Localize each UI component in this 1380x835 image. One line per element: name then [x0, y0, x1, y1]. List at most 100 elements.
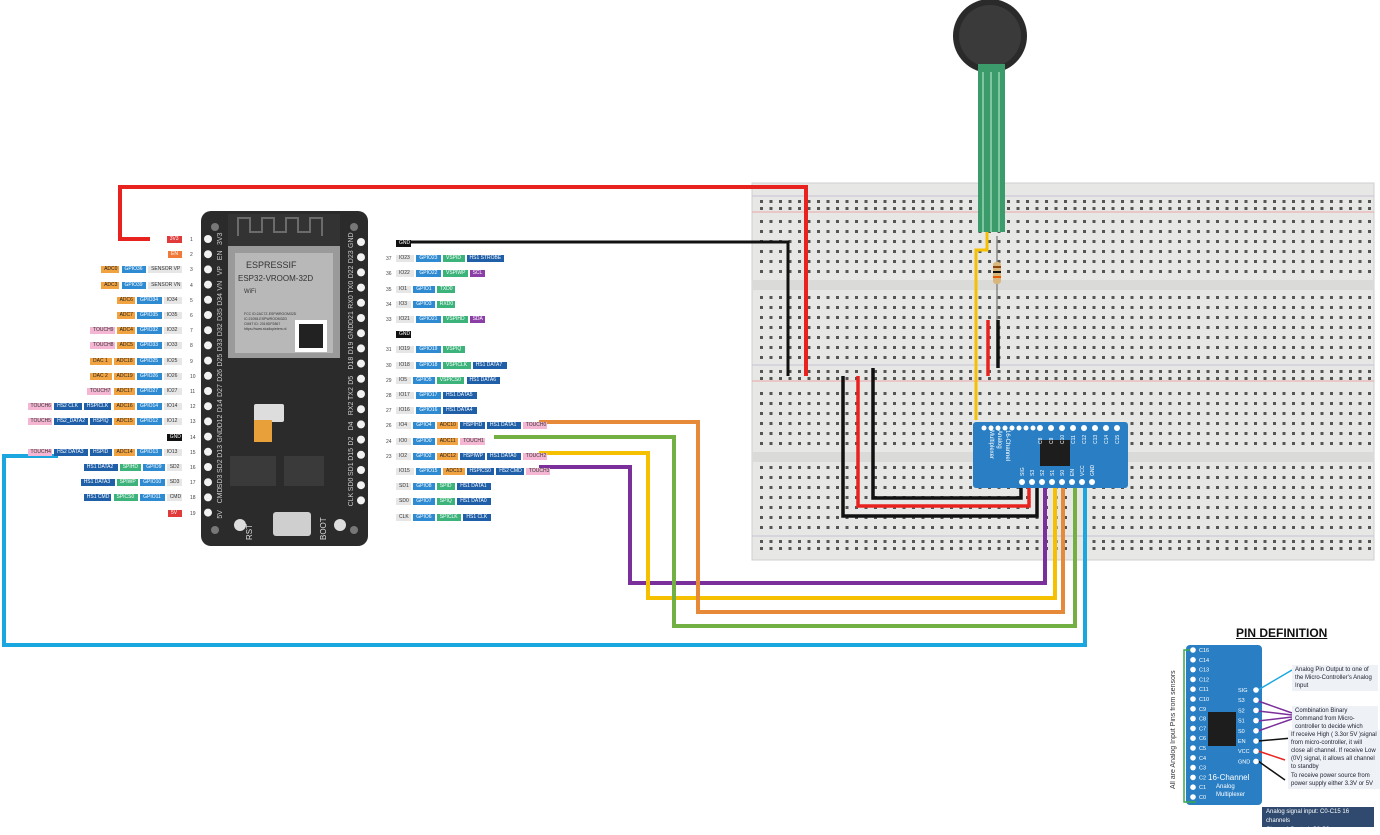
- breadboard-hole: [836, 260, 839, 263]
- breadboard-hole: [788, 370, 792, 373]
- breadboard-hole: [798, 326, 801, 329]
- breadboard-hole: [874, 316, 877, 319]
- breadboard-hole: [969, 377, 972, 380]
- breadboard-hole: [1235, 356, 1238, 359]
- breadboard-hole: [1197, 220, 1200, 223]
- breadboard-hole: [769, 207, 773, 210]
- esp32-left-pin-label: EN: [217, 250, 224, 260]
- breadboard-hole: [940, 207, 944, 210]
- breadboard-hole: [1121, 296, 1124, 299]
- breadboard-hole: [902, 370, 906, 373]
- breadboard-hole: [1263, 486, 1267, 489]
- pd-left-pin-label: C4: [1199, 756, 1206, 762]
- breadboard-hole: [817, 422, 820, 425]
- breadboard-hole: [817, 547, 820, 550]
- breadboard-hole: [1178, 220, 1181, 223]
- breadboard-hole: [1159, 422, 1162, 425]
- breadboard-hole: [1073, 370, 1077, 373]
- breadboard-hole: [788, 220, 792, 223]
- breadboard-hole: [1282, 432, 1286, 435]
- breadboard-hole: [959, 486, 963, 489]
- breadboard-hole: [826, 516, 830, 519]
- breadboard-hole: [931, 412, 934, 415]
- breadboard-hole: [940, 346, 944, 349]
- breadboard-hole: [969, 526, 972, 529]
- breadboard-hole: [1330, 326, 1333, 329]
- pd-left-pin-label: C11: [1199, 687, 1209, 693]
- breadboard-hole: [921, 200, 925, 203]
- breadboard-hole: [921, 220, 925, 223]
- breadboard-hole: [1178, 547, 1181, 550]
- breadboard-hole: [940, 296, 944, 299]
- breadboard-hole: [1216, 377, 1219, 380]
- breadboard-hole: [1368, 207, 1371, 210]
- esp32-left-pin-label: D25: [217, 354, 224, 367]
- breadboard-hole: [969, 230, 972, 233]
- breadboard-hole: [1073, 200, 1077, 203]
- breadboard-hole: [912, 207, 915, 210]
- breadboard-hole: [988, 526, 991, 529]
- breadboard-hole: [1168, 207, 1172, 210]
- breadboard-hole: [788, 547, 792, 550]
- breadboard-hole: [1358, 442, 1362, 445]
- breadboard-hole: [902, 296, 906, 299]
- breadboard-hole: [760, 526, 763, 529]
- breadboard-hole: [855, 306, 858, 309]
- breadboard-hole: [1273, 336, 1276, 339]
- breadboard-hole: [1197, 200, 1200, 203]
- breadboard-hole: [1149, 346, 1153, 349]
- breadboard-hole: [760, 506, 763, 509]
- breadboard-hole: [931, 296, 934, 299]
- breadboard-hole: [902, 442, 906, 445]
- breadboard-hole: [912, 476, 915, 479]
- breadboard-hole: [1235, 422, 1238, 425]
- breadboard-hole: [1206, 336, 1210, 339]
- breadboard-hole: [950, 466, 953, 469]
- breadboard-hole: [826, 547, 830, 550]
- left-pin-label: GPIO35: [137, 312, 162, 319]
- breadboard-hole: [1254, 346, 1257, 349]
- pd-left-pin-label: C9: [1199, 707, 1206, 713]
- right-pin-number: 33: [386, 317, 392, 323]
- breadboard-hole: [1159, 496, 1162, 499]
- breadboard-hole: [826, 316, 830, 319]
- breadboard-hole: [1168, 326, 1172, 329]
- breadboard-hole: [1330, 547, 1333, 550]
- breadboard-hole: [1339, 506, 1343, 509]
- breadboard-hole: [1358, 230, 1362, 233]
- breadboard-hole: [1358, 526, 1362, 529]
- breadboard-hole: [940, 260, 944, 263]
- breadboard-hole: [912, 422, 915, 425]
- breadboard-hole: [807, 326, 811, 329]
- breadboard-hole: [817, 506, 820, 509]
- right-pin-label: IO16: [396, 407, 415, 415]
- breadboard-hole: [1121, 230, 1124, 233]
- breadboard-hole: [883, 296, 887, 299]
- breadboard-hole: [1282, 526, 1286, 529]
- breadboard-hole: [1168, 442, 1172, 445]
- breadboard-hole: [1054, 412, 1058, 415]
- breadboard-hole: [1320, 200, 1324, 203]
- breadboard-hole: [1206, 316, 1210, 319]
- right-pin-number: 24: [386, 438, 392, 445]
- breadboard-hole: [817, 412, 820, 415]
- breadboard-hole: [788, 422, 792, 425]
- breadboard-hole: [1026, 270, 1029, 273]
- pd-left-pin: [1190, 764, 1196, 771]
- breadboard-hole: [845, 547, 849, 550]
- breadboard-hole: [1263, 207, 1267, 210]
- breadboard-hole: [912, 540, 915, 543]
- breadboard-hole: [1216, 516, 1219, 519]
- breadboard-hole: [1254, 540, 1257, 543]
- breadboard-hole: [798, 207, 801, 210]
- signal-info-line-1: Analog signal input: C0-C15 16 channels: [1266, 809, 1350, 824]
- breadboard-hole: [874, 377, 877, 380]
- breadboard-hole: [1311, 306, 1314, 309]
- breadboard-hole: [1178, 412, 1181, 415]
- mux-bottom-pin: [1049, 479, 1055, 485]
- breadboard-hole: [893, 207, 896, 210]
- breadboard-hole: [1064, 220, 1067, 223]
- breadboard-hole: [931, 326, 934, 329]
- breadboard-hole: [1178, 316, 1181, 319]
- breadboard-hole: [1358, 316, 1362, 319]
